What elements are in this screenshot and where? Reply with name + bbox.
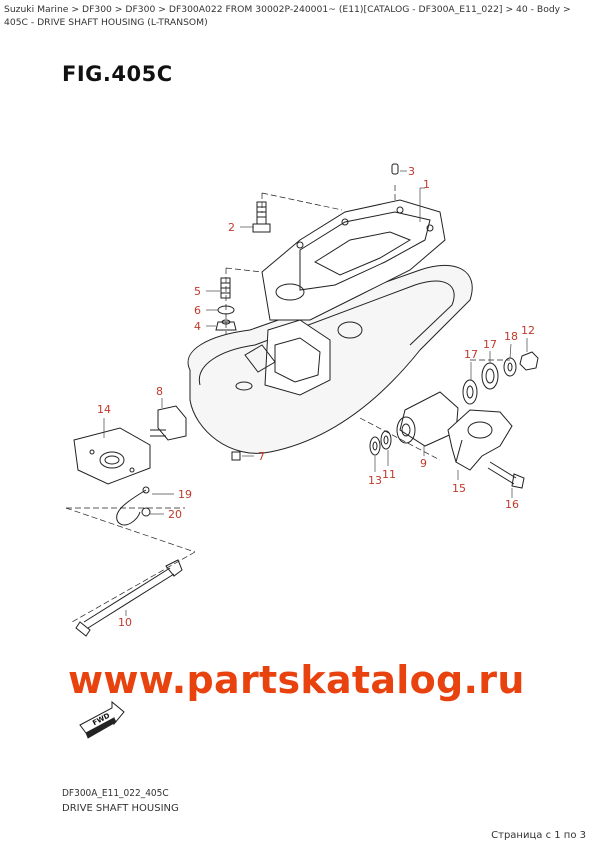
callout-label[interactable]: 15 — [452, 482, 466, 495]
callout-label[interactable]: 11 — [382, 468, 396, 481]
bracket-part-14[interactable] — [73, 427, 151, 485]
callout-label[interactable]: 16 — [505, 498, 519, 511]
callout-label[interactable]: 20 — [168, 508, 182, 521]
washer-part-11[interactable] — [380, 430, 392, 450]
callout-label[interactable]: 8 — [156, 385, 163, 398]
washer-part-17a[interactable] — [462, 379, 478, 405]
mount-cover-part-15[interactable] — [447, 409, 513, 471]
stud-part-5[interactable] — [220, 277, 231, 299]
callout-label[interactable]: 6 — [194, 304, 201, 317]
figure-caption: DRIVE SHAFT HOUSING — [62, 803, 179, 814]
callout-labels: 3 1 2 5 6 4 8 14 7 19 20 10 18 12 17 17 … — [97, 165, 535, 629]
nut-part-4[interactable] — [215, 319, 237, 331]
pin-part-3[interactable] — [391, 163, 399, 175]
ground-wire-part-19[interactable] — [116, 489, 147, 526]
figure-title: FIG.405C — [62, 62, 173, 86]
callout-label[interactable]: 13 — [368, 474, 382, 487]
figure-code: DF300A_E11_022_405C — [62, 788, 169, 799]
callout-label[interactable]: 2 — [228, 221, 235, 234]
fwd-arrow-icon: FWD — [79, 700, 125, 739]
bolt-part-2[interactable] — [252, 201, 271, 233]
callout-label[interactable]: 14 — [97, 403, 111, 416]
callout-label[interactable]: 9 — [420, 457, 427, 470]
callout-label[interactable]: 1 — [423, 178, 430, 191]
drive-shaft-housing[interactable] — [187, 199, 473, 454]
clip-part-20[interactable] — [141, 507, 151, 517]
callout-label[interactable]: 3 — [408, 165, 415, 178]
long-bolt-part-10[interactable] — [75, 559, 183, 637]
washer-part-18[interactable] — [503, 357, 517, 377]
bolt-part-16[interactable] — [487, 461, 525, 489]
callout-label[interactable]: 17 — [483, 338, 497, 351]
watermark: www.partskatalog.ru — [68, 658, 525, 702]
callout-label[interactable]: 12 — [521, 324, 535, 337]
pagination-text: Страница с 1 по 3 — [491, 830, 586, 841]
connector-part-8[interactable] — [150, 405, 187, 441]
callout-label[interactable]: 10 — [118, 616, 132, 629]
mount-rubber-part-9[interactable] — [396, 391, 459, 447]
washer-part-17b[interactable] — [481, 362, 499, 390]
callout-label[interactable]: 17 — [464, 348, 478, 361]
callout-leaders — [103, 170, 528, 616]
callout-label[interactable]: 19 — [178, 488, 192, 501]
washer-part-13[interactable] — [369, 436, 381, 456]
callout-label[interactable]: 4 — [194, 320, 201, 333]
callout-label[interactable]: 5 — [194, 285, 201, 298]
callout-label[interactable]: 7 — [258, 450, 265, 463]
nut-part-12[interactable] — [519, 351, 539, 371]
breadcrumb[interactable]: Suzuki Marine > DF300 > DF300 > DF300A02… — [4, 4, 571, 28]
callout-label[interactable]: 18 — [504, 330, 518, 343]
screw-part-7[interactable] — [231, 451, 241, 461]
